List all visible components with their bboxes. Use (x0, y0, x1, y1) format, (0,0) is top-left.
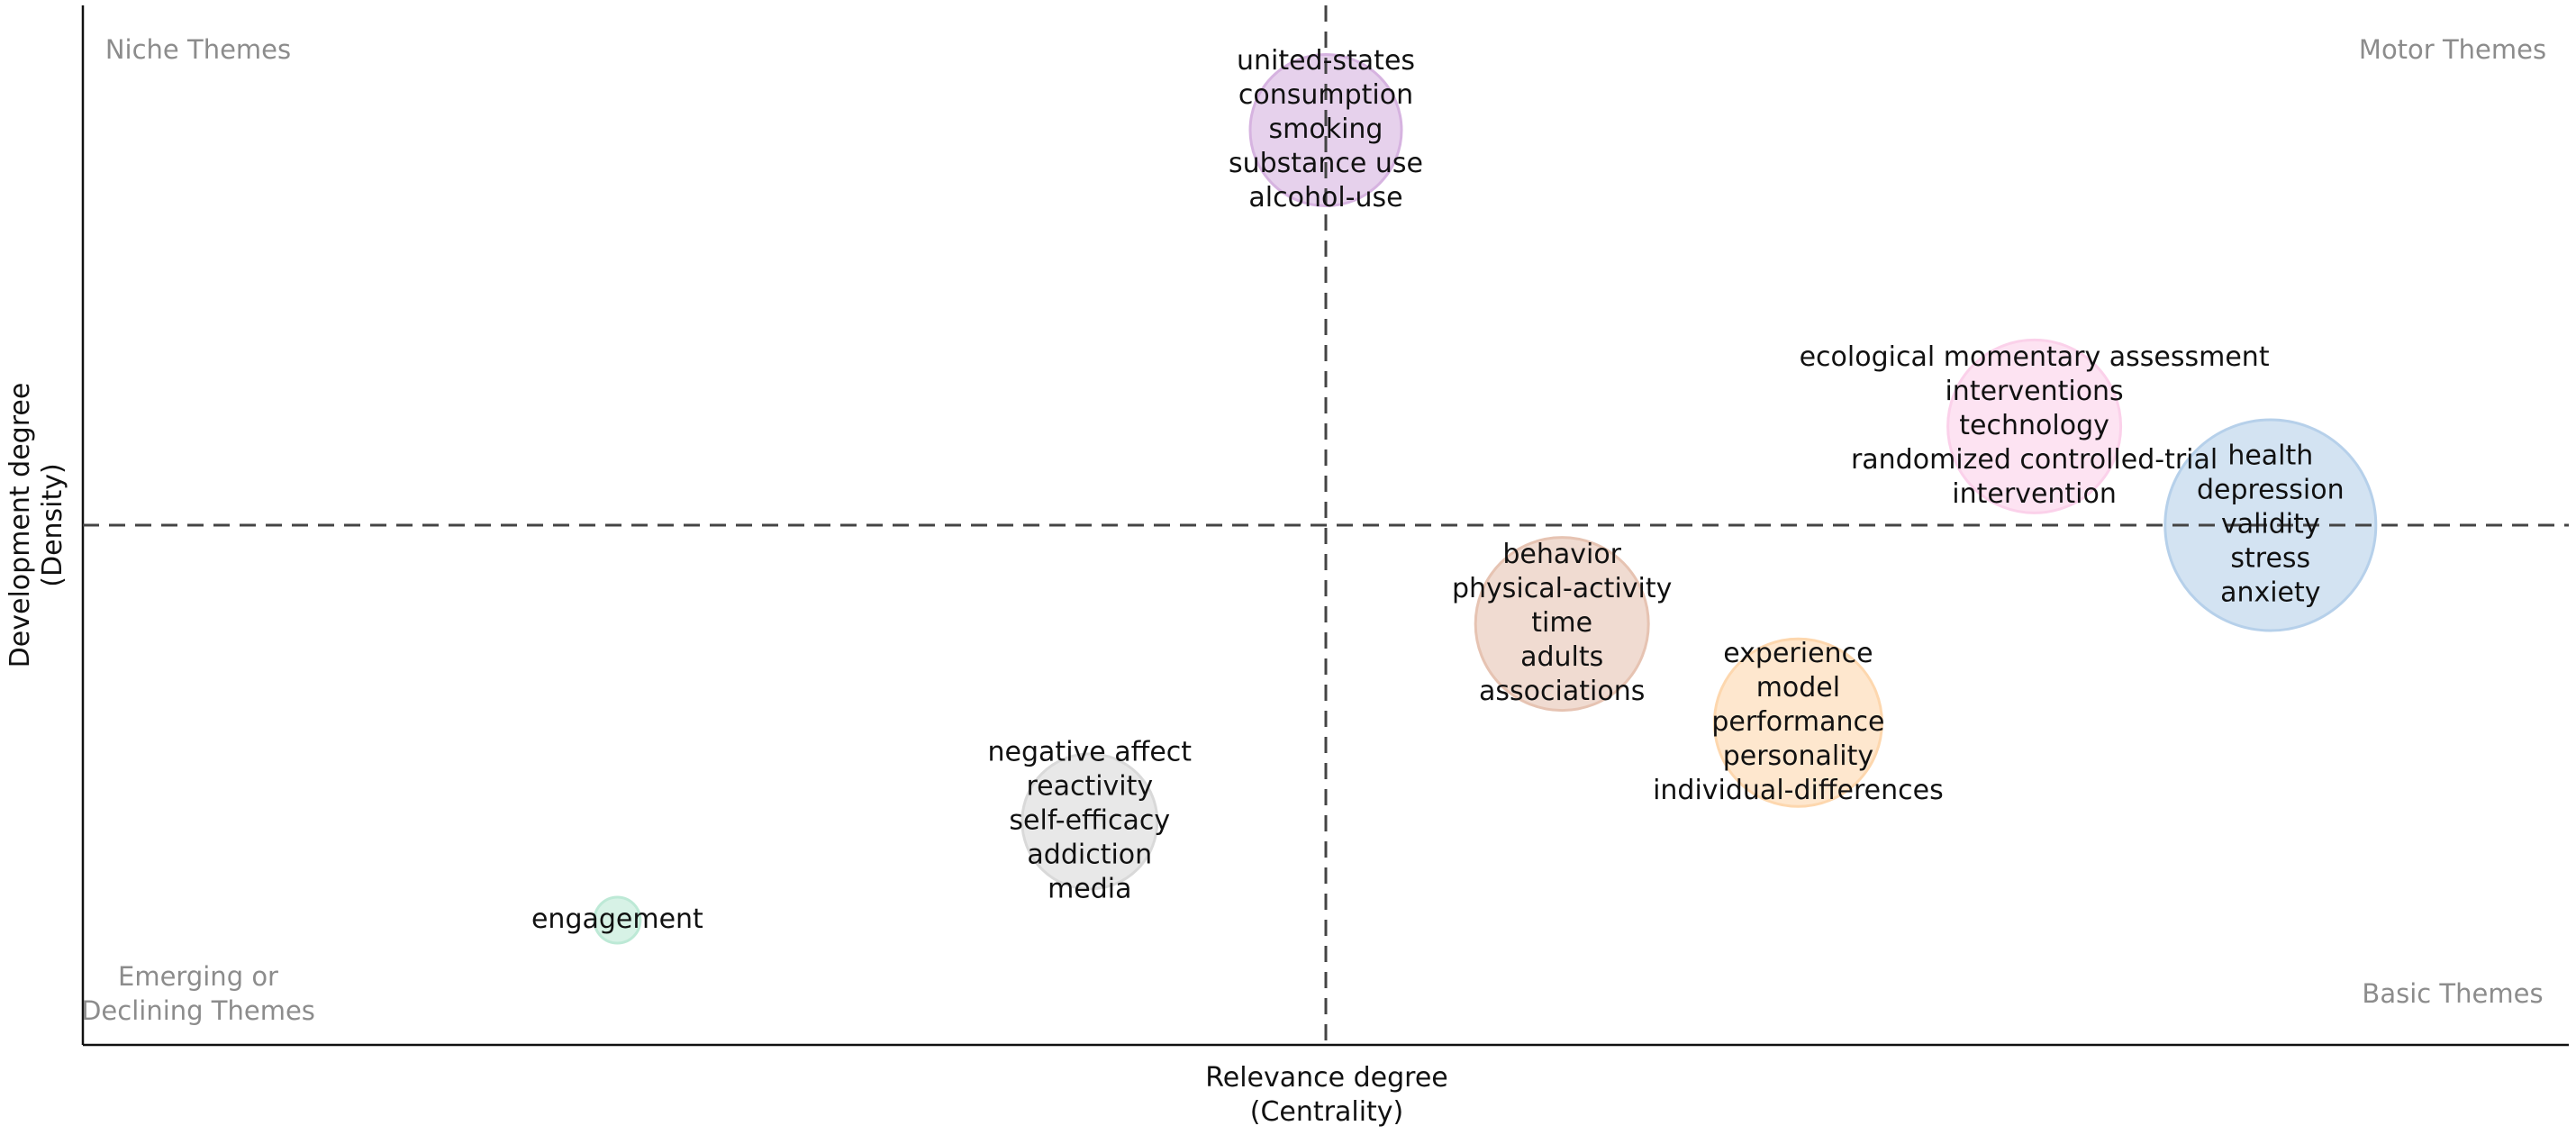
cluster-3-term: depression (2197, 475, 2345, 506)
cluster-2-term: randomized controlled-trial (1851, 444, 2218, 476)
cluster-4-term: associations (1479, 676, 1645, 707)
x-axis-label: Relevance degree(Centrality) (1205, 1062, 1448, 1128)
cluster-5-term: individual-differences (1653, 775, 1944, 806)
cluster-6-term: reactivity (1026, 770, 1153, 802)
cluster-5-term: personality (1723, 740, 1873, 772)
cluster-6-term: media (1048, 873, 1131, 904)
cluster-5-term: experience (1723, 638, 1873, 669)
quadrant-label-motor-themes: Motor Themes (2359, 34, 2546, 65)
cluster-4-term: time (1531, 607, 1592, 639)
cluster-1-term: alcohol-use (1248, 182, 1402, 213)
cluster-5-term: performance (1711, 706, 1884, 738)
cluster-6-term: self-efficacy (1009, 804, 1170, 836)
cluster-1-term: substance use (1229, 148, 1423, 179)
cluster-1-term: consumption (1238, 79, 1413, 111)
cluster-3-term: stress (2230, 543, 2310, 575)
cluster-2-term: intervention (1952, 478, 2117, 510)
cluster-4-term: adults (1520, 641, 1603, 673)
cluster-5-term: model (1756, 672, 1840, 704)
quadrant-label-niche-themes: Niche Themes (105, 34, 291, 65)
cluster-bubbles (593, 52, 2378, 945)
cluster-bubble-3 (2163, 418, 2378, 632)
cluster-7-term: engagement (531, 903, 703, 935)
cluster-3-term: anxiety (2220, 577, 2320, 609)
quadrant-label-basic-themes: Basic Themes (2362, 978, 2543, 1009)
cluster-2-term: technology (1959, 410, 2109, 441)
cluster-4-term: behavior (1502, 539, 1621, 570)
cluster-bubble-7 (593, 895, 642, 945)
cluster-1-term: smoking (1269, 114, 1383, 145)
cluster-3-term: validity (2221, 509, 2320, 540)
cluster-bubble-1 (1248, 52, 1403, 207)
y-axis-label: Development degree(Density) (5, 383, 68, 668)
cluster-4-term: physical-activity (1452, 573, 1672, 604)
cluster-6-term: negative affect (988, 736, 1193, 767)
cluster-bubble-2 (1946, 338, 2123, 514)
cluster-bubble-5 (1712, 637, 1883, 808)
cluster-3-term: health (2227, 440, 2313, 472)
cluster-1-term: united-states (1237, 45, 1415, 77)
cluster-2-term: ecological momentary assessment (1800, 341, 2270, 373)
cluster-term-labels: united-statesconsumptionsmokingsubstance… (531, 45, 2345, 935)
cluster-6-term: addiction (1027, 839, 1152, 870)
cluster-bubble-6 (1020, 752, 1159, 891)
cluster-2-term: interventions (1945, 376, 2123, 407)
cluster-bubble-4 (1474, 536, 1650, 713)
